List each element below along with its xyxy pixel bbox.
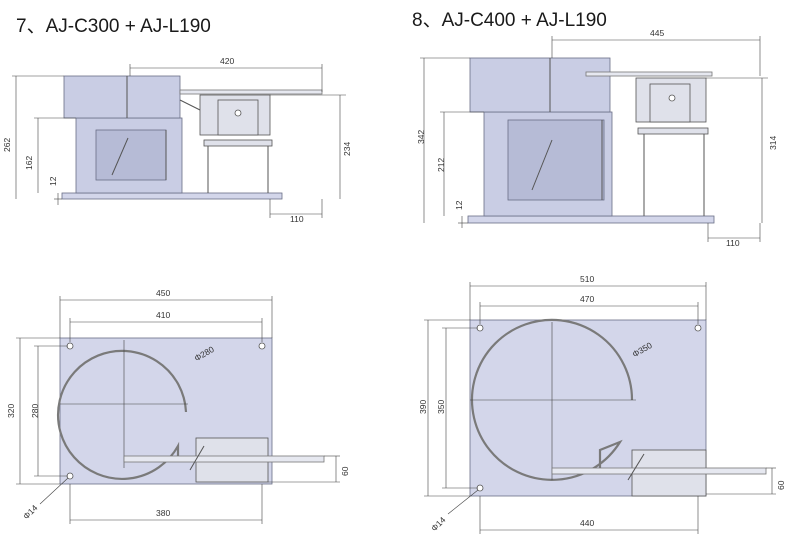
dim-bottom-offset: 440 — [580, 518, 594, 528]
dim-plate-depth: 320 — [6, 404, 16, 418]
base-plate — [467, 215, 715, 224]
bowl-body — [469, 57, 611, 113]
figure-7-top-view: 450 410 Φ280 320 280 Φ14 60 380 — [6, 288, 350, 524]
mount-hole — [694, 324, 702, 332]
driver-core — [507, 119, 605, 201]
dim-plate-width: 450 — [156, 288, 170, 298]
output-rail-top — [123, 455, 325, 463]
dim-hole-spacing-x: 410 — [156, 310, 170, 320]
dim-hole-diameter: Φ14 — [429, 515, 448, 534]
dim-hole-diameter: Φ14 — [21, 503, 40, 522]
dim-hole-spacing-x: 470 — [580, 294, 594, 304]
dim-height-base: 12 — [48, 176, 58, 186]
spring-line — [111, 137, 129, 176]
base-plate — [61, 192, 283, 200]
dim-width-top: 445 — [650, 28, 664, 38]
output-rail — [179, 89, 323, 95]
dim-height-total: 262 — [2, 138, 12, 152]
dim-hole-spacing-y: 280 — [30, 404, 40, 418]
bowl-body — [63, 75, 181, 119]
figure-8-title: 8、AJ-C400 + AJ-L190 — [412, 10, 607, 31]
dim-offset-linear: 110 — [290, 214, 304, 224]
dim-offset-linear: 110 — [726, 238, 740, 248]
figure-7-side-view: 420 262 162 12 234 110 — [2, 56, 352, 224]
bowl-outline — [56, 349, 188, 480]
dim-width-top: 420 — [220, 56, 234, 66]
figure-7-title: 7、AJ-C300 + AJ-L190 — [16, 16, 211, 37]
dim-height-linear: 234 — [342, 142, 352, 156]
dim-bottom-offset: 380 — [156, 508, 170, 518]
driver-core — [95, 129, 167, 181]
bowl-outline — [470, 318, 634, 481]
dim-height-total: 342 — [416, 130, 426, 144]
dim-linear-width: 60 — [340, 466, 350, 476]
dim-height-body: 212 — [436, 158, 446, 172]
spring-line — [531, 139, 553, 191]
output-rail-top — [551, 467, 767, 475]
figure-8-top-view: 510 470 Φ350 390 350 Φ14 60 440 — [418, 274, 786, 534]
figure-8-side-view: 445 342 212 12 314 110 — [416, 28, 778, 248]
output-rail — [585, 71, 713, 77]
mount-hole — [258, 342, 266, 350]
dim-height-body: 162 — [24, 156, 34, 170]
dim-height-base: 12 — [454, 200, 464, 210]
dim-plate-width: 510 — [580, 274, 594, 284]
dim-hole-spacing-y: 350 — [436, 400, 446, 414]
dim-height-linear: 314 — [768, 136, 778, 150]
dim-plate-depth: 390 — [418, 400, 428, 414]
dim-linear-width: 60 — [776, 480, 786, 490]
